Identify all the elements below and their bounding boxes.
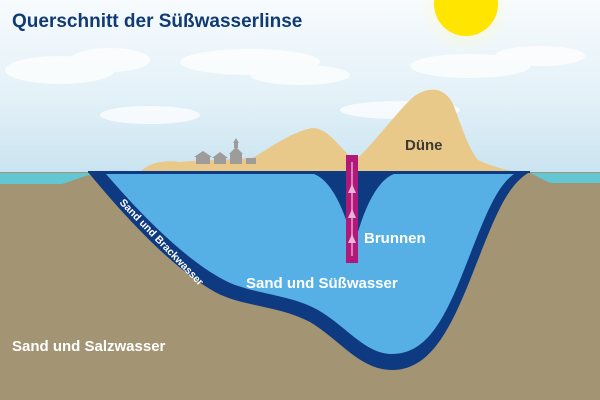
well-icon [346,155,358,263]
dune-shape [140,89,520,172]
page-title: Querschnitt der Süßwasserlinse [12,11,302,32]
fresh-water-label: Sand und Süßwasser [246,275,398,292]
sea-left [0,173,95,184]
salt-water-label: Sand und Salzwasser [12,338,166,355]
fresh-water-zone [106,174,514,354]
village-icon [194,138,256,164]
sea-right [530,173,600,183]
dune-label: Düne [405,137,443,154]
well-label: Brunnen [364,230,426,247]
sun-icon [434,0,498,36]
